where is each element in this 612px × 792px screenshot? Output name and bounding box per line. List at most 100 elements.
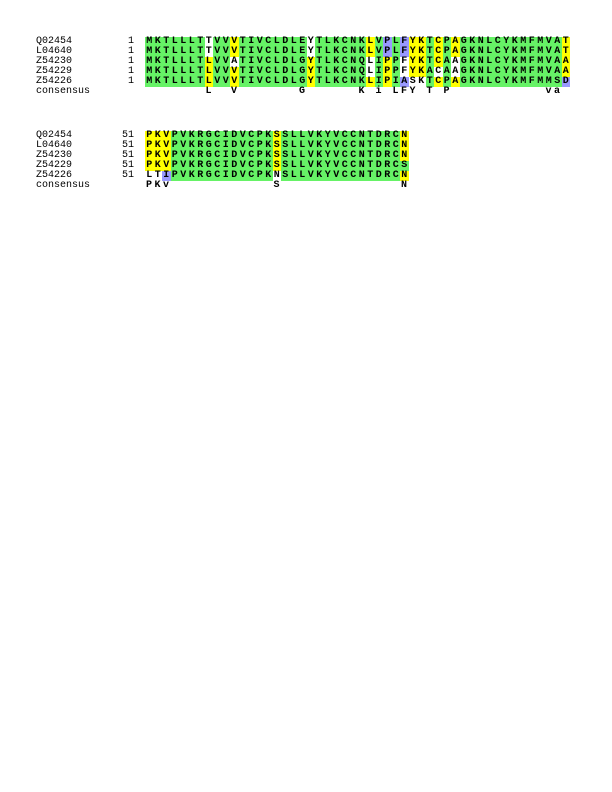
- residue-cell: V: [255, 46, 264, 57]
- residue-cell: G: [204, 160, 213, 171]
- residue-cell: R: [383, 170, 392, 181]
- residue-cell: N: [357, 140, 366, 151]
- sequence-name: L04640: [36, 140, 73, 151]
- residue-cell: L: [298, 160, 307, 171]
- residue-cell: K: [468, 56, 477, 67]
- residue-cell: M: [519, 56, 528, 67]
- residue-cell: K: [332, 66, 341, 77]
- residue-cell: D: [374, 170, 383, 181]
- residue-cell: A: [561, 56, 570, 67]
- residue-cell: L: [204, 56, 213, 67]
- residue-cell: C: [213, 150, 222, 161]
- residue-cell: S: [272, 150, 281, 161]
- residue-cell: L: [289, 170, 298, 181]
- residue-cell: M: [544, 76, 553, 87]
- residue-cell: T: [162, 76, 171, 87]
- residue-cell: F: [527, 76, 536, 87]
- residue-cell: L: [170, 36, 179, 47]
- residue-cell: T: [205, 36, 212, 47]
- residue-cell: C: [247, 170, 256, 181]
- residue-cell: V: [332, 140, 341, 151]
- residue-cell: L: [289, 76, 298, 87]
- residue-cell: S: [553, 76, 562, 87]
- residue-cell: L: [187, 76, 196, 87]
- residue-cell: K: [468, 66, 477, 77]
- start-position: 1: [127, 36, 134, 47]
- residue-cell: E: [298, 36, 307, 47]
- residue-cell: K: [315, 160, 324, 171]
- residue-cell: C: [340, 76, 349, 87]
- residue-cell: K: [264, 130, 273, 141]
- residue-cell: I: [247, 66, 256, 77]
- residue-cell: P: [442, 36, 451, 47]
- residue-cell: M: [519, 66, 528, 77]
- residue-cell: S: [281, 130, 290, 141]
- residue-cell: Y: [502, 76, 511, 87]
- residue-cell: K: [153, 150, 162, 161]
- residue-cell: Y: [306, 76, 315, 87]
- residue-cell: K: [187, 130, 196, 141]
- residue-cell: F: [527, 56, 536, 67]
- residue-cell: L: [289, 130, 298, 141]
- residue-cell: K: [153, 160, 162, 171]
- residue-cell: D: [374, 160, 383, 171]
- residue-cell: K: [187, 160, 196, 171]
- residue-cell: C: [435, 66, 442, 77]
- residue-cell: K: [417, 46, 426, 57]
- residue-cell: I: [221, 160, 230, 171]
- residue-cell: L: [272, 56, 281, 67]
- residue-cell: G: [459, 36, 468, 47]
- residue-cell: A: [561, 66, 570, 77]
- residue-cell: S: [281, 140, 290, 151]
- residue-cell: L: [323, 36, 332, 47]
- residue-cell: K: [332, 76, 341, 87]
- residue-cell: R: [196, 150, 205, 161]
- residue-cell: P: [255, 130, 264, 141]
- residue-cell: A: [553, 66, 562, 77]
- residue-cell: G: [459, 56, 468, 67]
- residue-cell: A: [451, 76, 460, 87]
- residue-cell: I: [247, 76, 256, 87]
- residue-cell: Y: [307, 36, 314, 47]
- residue-cell: V: [544, 46, 553, 57]
- residue-cell: V: [306, 130, 315, 141]
- residue-cell: F: [527, 36, 536, 47]
- residue-cell: S: [272, 130, 281, 141]
- residue-cell: P: [383, 76, 392, 87]
- residue-cell: K: [417, 56, 426, 67]
- residue-cell: L: [289, 140, 298, 151]
- residue-cell: C: [493, 56, 502, 67]
- residue-cell: T: [425, 36, 434, 47]
- residue-cell: K: [510, 46, 519, 57]
- start-position: 51: [121, 130, 134, 141]
- residue-cell: L: [367, 66, 374, 77]
- sequence-name: L04640: [36, 46, 73, 57]
- residue-cell: L: [289, 46, 298, 57]
- residue-cell: A: [451, 46, 460, 57]
- residue-cell: T: [366, 170, 375, 181]
- residue-cell: K: [153, 36, 162, 47]
- residue-cell: V: [179, 130, 188, 141]
- residue-cell: A: [452, 56, 459, 67]
- residue-cell: N: [476, 56, 485, 67]
- residue-cell: L: [179, 66, 188, 77]
- residue-cell: L: [187, 46, 196, 57]
- residue-cell: Y: [323, 130, 332, 141]
- residue-cell: I: [221, 170, 230, 181]
- residue-cell: C: [434, 46, 443, 57]
- residue-cell: I: [221, 130, 230, 141]
- residue-cell: P: [170, 170, 179, 181]
- residue-cell: Y: [323, 160, 332, 171]
- residue-cell: G: [459, 66, 468, 77]
- residue-cell: V: [179, 160, 188, 171]
- residue-cell: L: [289, 160, 298, 171]
- residue-cell: L: [485, 36, 494, 47]
- residue-cell: V: [230, 46, 239, 57]
- residue-cell: L: [323, 66, 332, 77]
- residue-cell: Y: [408, 46, 417, 57]
- sequence-name: Q02454: [36, 130, 73, 141]
- residue-cell: A: [425, 66, 434, 77]
- residue-cell: A: [553, 46, 562, 57]
